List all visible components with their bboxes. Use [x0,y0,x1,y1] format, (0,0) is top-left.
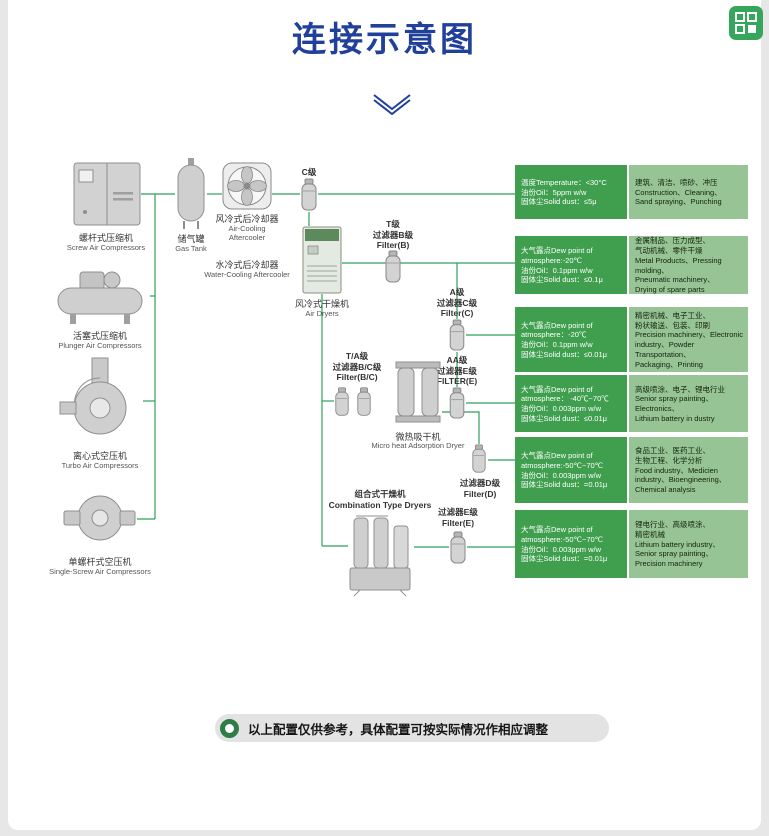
info-box-1-applications: 建筑、清洁、喷砂、冲压 Construction、Cleaning、 Sand … [629,165,748,219]
filter-d-label-zh: 过滤器D级 [459,478,501,488]
plunger-compressor-label-zh: 活塞式压缩机 [72,331,128,341]
adsorption-dryer-label-en: Micro heat Adsorption Dryer [371,441,465,450]
screw-compressor-label-zh: 螺杆式压缩机 [78,233,134,243]
water-cooling-label-zh: 水冷式后冷却器 [215,260,279,270]
filter-e-label-zh: 过滤器E级 [438,507,478,517]
air-dryer-label-zh: 风冷式干燥机 [294,299,350,309]
turbo-compressor-label-en: Turbo Air Compressors [61,461,139,470]
filter-bc-icon-2 [356,386,372,418]
info-box-5-specs: 大气露点Dew point of atmosphere:-50℃~70℃ 油份O… [515,437,627,503]
filter-bc-icon-1 [334,386,350,418]
info-box-4-specs: 大气露点Dew point of atmosphere： -40℃~70℃ 油份… [515,375,627,432]
info-box-3: 大气露点Dew point of atmosphere：-20℃ 油份Oil：0… [515,307,748,372]
filter-b-label-zh1: T级 [386,219,400,229]
filter-c-label-zh1: A级 [449,287,465,297]
single-screw-compressor-label-en: Single-Screw Air Compressors [49,567,151,576]
plunger-compressor-figure [57,271,143,324]
adsorption-dryer-label-zh: 微热吸干机 [395,432,441,442]
filter-e-aa-label-en: FILTER(E) [436,376,478,386]
filter-bc-label-en: Filter(B/C) [336,372,378,382]
info-box-2: 大气露点Dew point of atmosphere:-20℃ 油份Oil：0… [515,236,748,294]
filter-bc-label-zh1: T/A级 [345,351,369,361]
screw-compressor-label-en: Screw Air Compressors [66,243,146,252]
turbo-compressor-label-zh: 离心式空压机 [72,451,128,461]
info-box-3-applications: 精密机械、电子工业、 粉状输送、包装、印刷 Precision machiner… [629,307,748,372]
info-box-5-applications: 食品工业、医药工业、 生物工程、化学分析 Food industry、Medic… [629,437,748,503]
plunger-compressor-label-en: Plunger Air Compressors [58,341,142,350]
filter-bc-label-zh2: 过滤器B/C级 [332,362,382,372]
info-box-3-specs: 大气露点Dew point of atmosphere：-20℃ 油份Oil：0… [515,307,627,372]
combination-dryer-label-zh: 组合式干燥机 [354,489,406,499]
filter-e-label-en: Filter(E) [441,518,475,528]
air-dryer-label-en: Air Dryers [305,309,339,318]
screw-compressor-figure [73,162,141,226]
combination-dryer-figure [349,515,411,597]
air-cooling-label-zh: 风冷式后冷却器 [215,214,279,224]
turbo-compressor-figure [59,357,127,435]
filter-d-icon [470,444,488,474]
page-title: 连接示意图 [292,21,477,59]
gas-tank-label-zh: 储气罐 [177,234,205,244]
filter-b-icon [384,250,402,284]
info-box-2-specs: 大气露点Dew point of atmosphere:-20℃ 油份Oil：0… [515,236,627,294]
single-screw-compressor-figure [63,495,136,541]
filter-c-label-en: Filter(C) [440,308,474,318]
info-box-2-applications: 金属制品、压力成型、 气动机械、零件干燥 Metal Products、Pres… [629,236,748,294]
filter-d-label-en: Filter(D) [463,489,497,499]
footer-note-text: 以上配置仅供参考，具体配置可按实际情况作相应调整 [248,722,549,737]
single-screw-compressor-label-zh: 单螺杆式空压机 [68,557,132,567]
gas-tank-label-en: Gas Tank [175,244,207,253]
info-box-1-specs: 温度Temperature：<30°C 油份Oil：5ppm w/w 固体尘So… [515,165,627,219]
aftercooler-fan-icon [222,162,272,210]
adsorption-dryer-figure [395,361,441,423]
info-box-4: 大气露点Dew point of atmosphere： -40℃~70℃ 油份… [515,375,748,432]
filter-c-label-zh2: 过滤器C级 [436,298,478,308]
info-box-6-specs: 大气露点Dew point of atmosphere:-50℃~70℃ 油份O… [515,510,627,578]
ring-icon [220,718,239,738]
info-box-6: 大气露点Dew point of atmosphere:-50℃~70℃ 油份O… [515,510,748,578]
corner-qr-badge-icon [729,6,763,40]
filter-c-grade-label: C级 [301,167,317,177]
filter-e-aa-label-zh1: AA级 [446,355,468,365]
filter-c-icon [448,319,466,352]
filter-c-grade-icon [300,178,318,212]
filter-e-icon [449,531,467,565]
filter-e-aa-icon [448,387,466,420]
gas-tank-figure [177,158,205,229]
info-box-4-applications: 高级喷涂、电子、锂电行业 Senior spray painting、 Elec… [629,375,748,432]
air-cooling-label-en1: Air-Cooling [228,224,266,233]
chevron-down-icon [373,94,411,116]
filter-e-aa-label-zh2: 过滤器E级 [437,366,477,376]
info-box-1: 温度Temperature：<30°C 油份Oil：5ppm w/w 固体尘So… [515,165,748,219]
footer-note-pill: 以上配置仅供参考，具体配置可按实际情况作相应调整 [215,714,609,742]
air-cooling-label-en2: Aftercooler [228,233,266,242]
filter-b-label-en: Filter(B) [376,240,410,250]
filter-b-label-zh2: 过滤器B级 [372,230,414,240]
combination-dryer-label-en: Combination Type Dryers [328,500,432,510]
air-dryer-figure [302,226,342,294]
info-box-6-applications: 锂电行业、高级喷涂、 精密机械 Lithium battery industry… [629,510,748,578]
info-box-5: 大气露点Dew point of atmosphere:-50℃~70℃ 油份O… [515,437,748,503]
water-cooling-label-en: Water-Cooling Aftercooler [204,270,290,279]
